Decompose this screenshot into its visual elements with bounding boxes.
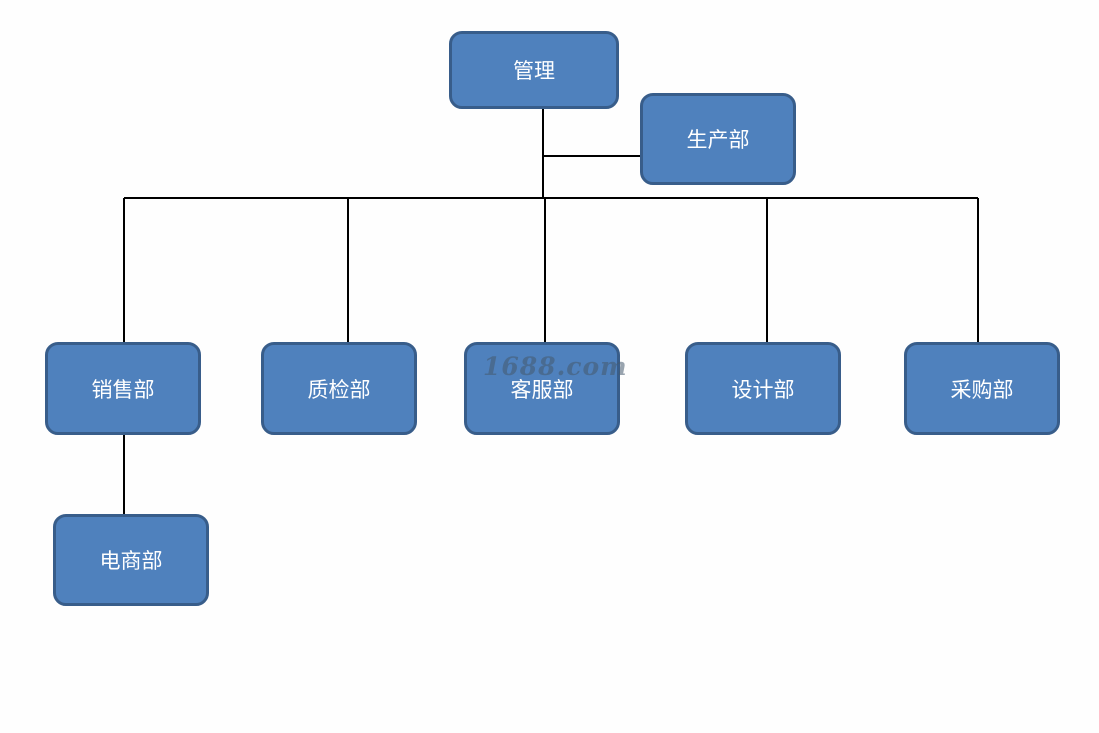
node-sales: 销售部: [45, 342, 201, 435]
node-management: 管理: [449, 31, 619, 109]
watermark-text: 1688.com: [483, 352, 628, 381]
node-customer-service: 客服部: [464, 342, 620, 435]
node-purchasing: 采购部: [904, 342, 1060, 435]
node-design: 设计部: [685, 342, 841, 435]
node-quality: 质检部: [261, 342, 417, 435]
node-ecommerce: 电商部: [53, 514, 209, 606]
node-production: 生产部: [640, 93, 796, 185]
